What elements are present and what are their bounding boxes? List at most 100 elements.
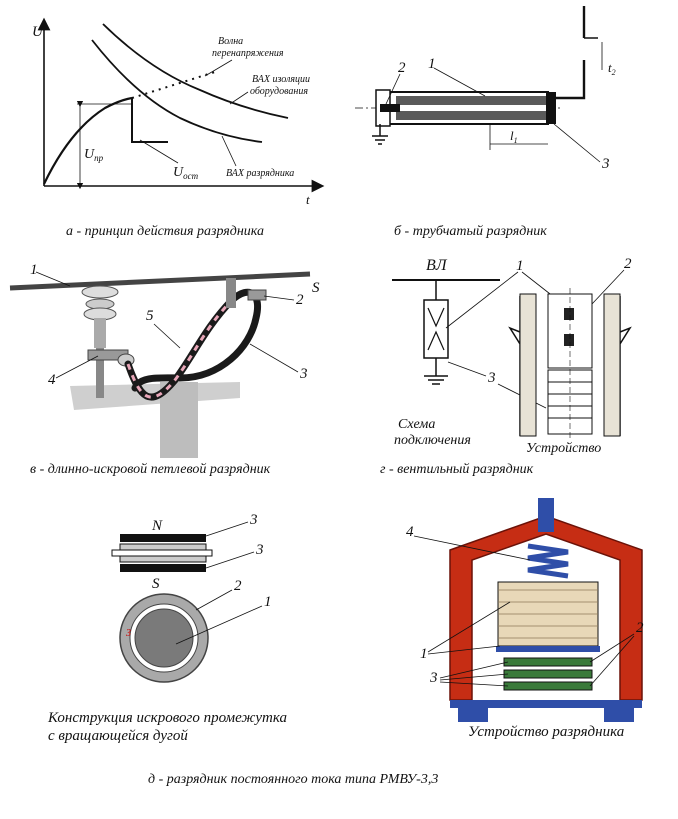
base-right (604, 708, 634, 722)
panel-v-loop-arrester: 1 S 2 3 4 5 (9, 262, 320, 458)
v-s: S (312, 280, 320, 296)
l1-label: l1 (510, 128, 518, 145)
caption-a: а - принцип действия разрядника (66, 224, 264, 239)
t2-label: t2 (608, 60, 616, 77)
d-n3b-leader (205, 551, 255, 569)
v-n3-leader (249, 343, 299, 373)
v-n2: 2 (296, 292, 304, 308)
caption-g: г - вентильный разрядник (380, 462, 534, 477)
r3-leader-b (439, 673, 509, 681)
scheme-gap-symbol (427, 307, 445, 351)
r3-leader-c (439, 681, 509, 687)
r1-leader-a (427, 601, 511, 653)
caption-d: д - разрядник постоянного тока типа РМВУ… (148, 772, 439, 787)
x-axis-label: t (306, 192, 310, 207)
tube-inner-bottom (396, 111, 546, 120)
r2-leader-a (589, 633, 635, 663)
construction-label-2: с вращающейся дугой (48, 728, 188, 744)
gap-2 (564, 334, 574, 346)
v-n5: 5 (146, 308, 154, 324)
g-n3: 3 (487, 370, 496, 386)
d-n3b: 3 (255, 542, 264, 558)
device-caption: Устройство разрядника (468, 724, 624, 740)
arrester-vax-curve (91, 39, 263, 143)
v-n4: 4 (48, 372, 56, 388)
surge-wave-dotted (131, 71, 216, 99)
overhead-wire (9, 271, 311, 291)
panel-a-graph: U t Uпр Uост Волна перенапряжения ВАХ из… (32, 17, 325, 207)
spark-path (126, 298, 234, 399)
base-left (458, 708, 488, 722)
wave-label-2: перенапряжения (212, 48, 284, 59)
insulation-vax-curve (102, 23, 289, 119)
n1-label: 1 (428, 56, 436, 72)
spring-4 (527, 543, 569, 579)
device-wall-right (603, 293, 621, 437)
wave-leader (204, 59, 233, 77)
residual-voltage-step (131, 98, 168, 143)
g-n2: 2 (624, 256, 632, 272)
g-n1: 1 (516, 258, 524, 274)
d-n1: 1 (264, 594, 272, 610)
d-n3a: 3 (249, 512, 258, 528)
caption-v: в - длинно-искровой петлевой разрядник (30, 462, 271, 477)
v-n1: 1 (30, 262, 38, 278)
v-n5-leader (153, 323, 181, 349)
u-ost-label: Uост (173, 165, 199, 181)
magnet-s (120, 564, 206, 572)
d-n3a-leader (205, 521, 249, 537)
insulator (81, 285, 119, 398)
r1-label: 1 (420, 646, 428, 662)
r2-leader-b (589, 635, 635, 687)
d-plus: 3 (125, 628, 131, 639)
disk-inner (134, 608, 194, 668)
n2-label: 2 (398, 60, 406, 76)
n3-label: 3 (601, 156, 610, 172)
vax-arrester-label: ВАХ разрядника (226, 168, 294, 179)
u-ost-leader (139, 139, 179, 164)
v-n1-leader (35, 271, 71, 287)
device-label: Устройство (526, 441, 601, 456)
vl-label: ВЛ (426, 257, 448, 274)
wave-label-1: Волна (218, 36, 243, 47)
n2-leader (385, 73, 401, 105)
external-gap-electrode (556, 60, 586, 100)
g-n3-leader-a (447, 361, 487, 377)
gap-stack-green-2 (503, 669, 593, 679)
tube-cap-right (546, 92, 556, 124)
vax-insulation-leader (229, 91, 249, 105)
vax-arrester-leader (221, 135, 237, 167)
d-n-label: N (151, 518, 163, 534)
n1-leader (433, 67, 486, 97)
top-terminal (538, 498, 554, 532)
r3-label: 3 (429, 670, 438, 686)
v-n2-leader (263, 295, 295, 301)
gap-stack-green-1 (503, 657, 593, 667)
r2-label: 2 (636, 620, 644, 636)
right-clamp (247, 289, 267, 301)
caption-b: б - трубчатый разрядник (394, 224, 547, 239)
d-s-label: S (152, 576, 160, 592)
n3-leader (553, 123, 601, 163)
d-n2: 2 (234, 578, 242, 594)
base-plate (450, 700, 642, 708)
panel-g-valve-arrester: ВЛ 1 2 3 Схема подключения Устройство (392, 256, 632, 456)
scheme-label-2: подключения (394, 433, 471, 448)
varistor-hatch (498, 589, 598, 639)
panel-d-device: 4 1 2 3 Устройство разрядника (406, 498, 644, 740)
gap-stack-green-3 (503, 681, 593, 691)
r4-leader (413, 535, 531, 561)
r3-leader-a (439, 661, 509, 679)
device-wall-left (519, 293, 537, 437)
gap-plate-bot (119, 555, 207, 563)
d-n2-leader (195, 589, 233, 611)
gap-plate-mid (111, 549, 213, 557)
pole (160, 382, 198, 458)
v-n3: 3 (299, 366, 308, 382)
r4-label: 4 (406, 524, 414, 540)
g-n2-leader (591, 269, 625, 305)
scheme-label-1: Схема (398, 417, 435, 432)
mid-plate (496, 646, 600, 652)
v-n4-leader (55, 355, 99, 379)
d-n1-leader (175, 605, 263, 645)
